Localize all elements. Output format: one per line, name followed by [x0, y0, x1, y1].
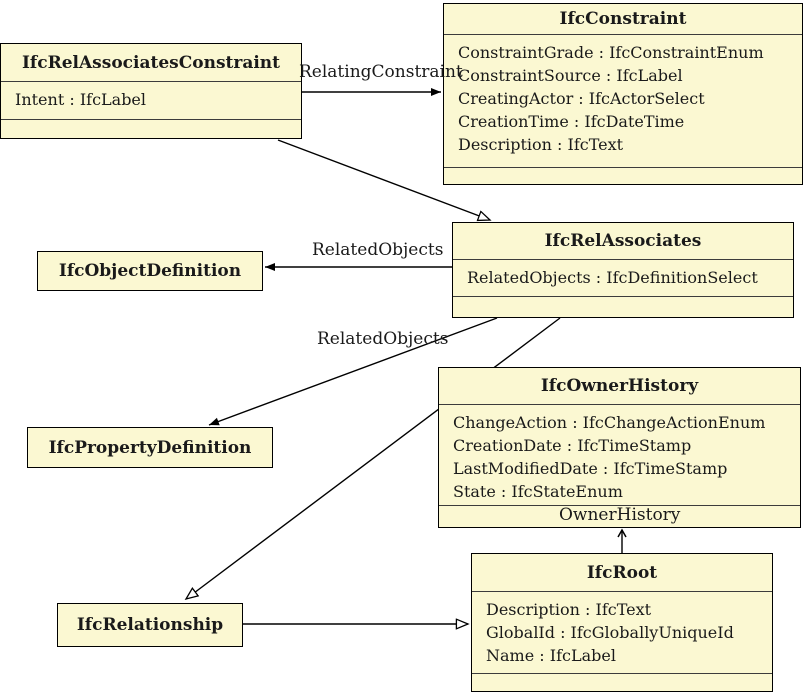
edge-inherit-relassociates-relationship	[186, 317, 561, 599]
class-title: IfcRelAssociatesConstraint	[1, 44, 301, 82]
class-attribute: Description : IfcText	[458, 135, 624, 154]
class-attribute: CreationTime : IfcDateTime	[458, 112, 685, 131]
class-ifc-owner-history: IfcOwnerHistory ChangeAction : IfcChange…	[438, 367, 801, 528]
class-title: IfcRoot	[472, 554, 772, 592]
class-operations-compartment	[453, 297, 793, 317]
class-operations-compartment	[472, 674, 772, 691]
class-attribute: LastModifiedDate : IfcTimeStamp	[453, 459, 728, 478]
edge-label-relating-constraint: RelatingConstraint	[299, 62, 463, 82]
class-attribute: RelatedObjects : IfcDefinitionSelect	[467, 268, 758, 287]
class-title: IfcOwnerHistory	[439, 368, 800, 405]
class-attribute: State : IfcStateEnum	[453, 482, 623, 501]
class-attribute: Intent : IfcLabel	[15, 90, 147, 109]
class-ifc-property-definition: IfcPropertyDefinition	[27, 427, 273, 468]
class-title: IfcPropertyDefinition	[48, 437, 252, 458]
class-attribute: ChangeAction : IfcChangeActionEnum	[453, 413, 766, 432]
class-attribute: CreationDate : IfcTimeStamp	[453, 436, 692, 455]
edge-inherit-relassociatesconstraint-relassociates	[277, 139, 490, 220]
class-operations-compartment	[444, 168, 802, 184]
class-title: IfcObjectDefinition	[58, 261, 242, 281]
class-attribute: GlobalId : IfcGloballyUniqueId	[486, 623, 734, 642]
class-ifc-object-definition: IfcObjectDefinition	[37, 251, 263, 291]
class-ifc-rel-associates: IfcRelAssociates RelatedObjects : IfcDef…	[452, 222, 794, 318]
class-operations-compartment	[1, 120, 301, 138]
class-ifc-constraint: IfcConstraint ConstraintGrade : IfcConst…	[443, 3, 803, 185]
class-title: IfcConstraint	[444, 4, 802, 35]
class-attribute: CreatingActor : IfcActorSelect	[458, 89, 705, 108]
class-ifc-rel-associates-constraint: IfcRelAssociatesConstraint Intent : IfcL…	[0, 43, 302, 139]
class-title: IfcRelAssociates	[453, 223, 793, 260]
class-ifc-root: IfcRoot Description : IfcText GlobalId :…	[471, 553, 773, 692]
edge-label-related-objects-1: RelatedObjects	[312, 240, 444, 260]
class-ifc-relationship: IfcRelationship	[57, 603, 243, 647]
class-attribute: ConstraintSource : IfcLabel	[458, 66, 683, 85]
edge-label-related-objects-2: RelatedObjects	[317, 329, 449, 349]
edge-relatedobjects-propertydefinition	[208, 317, 498, 426]
class-attribute: Description : IfcText	[486, 600, 652, 619]
class-attribute: ConstraintGrade : IfcConstraintEnum	[458, 43, 764, 62]
edge-label-owner-history: OwnerHistory	[559, 505, 681, 525]
class-attribute: Name : IfcLabel	[486, 646, 616, 665]
class-title: IfcRelationship	[76, 615, 224, 635]
